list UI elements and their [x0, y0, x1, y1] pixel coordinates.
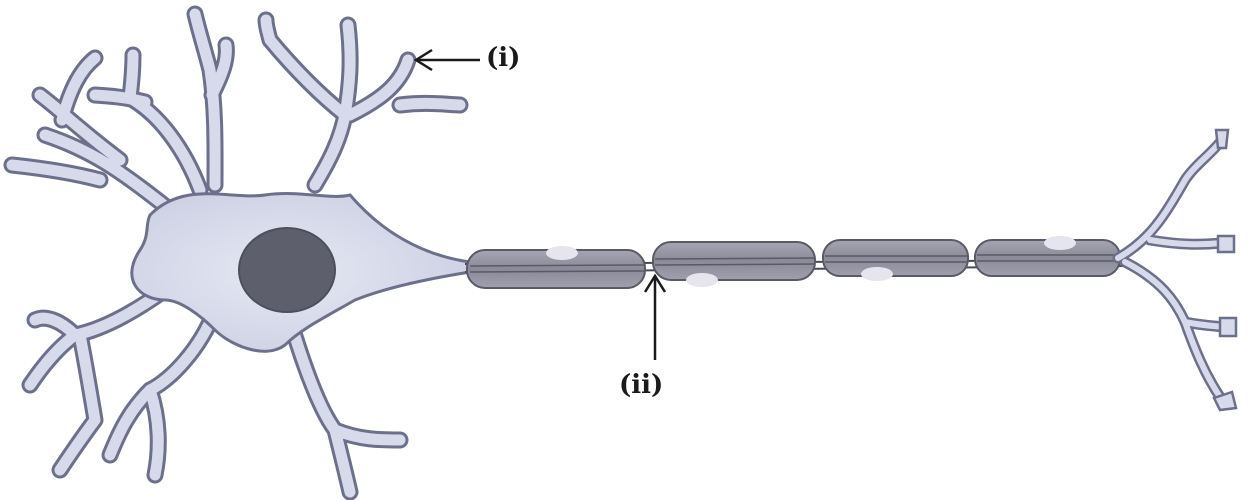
terminal-bouton	[1220, 318, 1236, 336]
label-ii-group: (ii)	[619, 276, 665, 400]
label-i-group: (i)	[416, 43, 520, 73]
terminal-bouton	[1216, 130, 1228, 148]
axon-terminals	[1118, 130, 1236, 410]
myelin-segment	[823, 240, 968, 276]
label-i: (i)	[486, 43, 520, 73]
terminal-bouton	[1218, 236, 1234, 252]
nucleus	[239, 228, 335, 312]
myelin-segment	[653, 242, 815, 280]
label-ii: (ii)	[619, 370, 663, 400]
myelin-sheath	[467, 236, 1120, 288]
